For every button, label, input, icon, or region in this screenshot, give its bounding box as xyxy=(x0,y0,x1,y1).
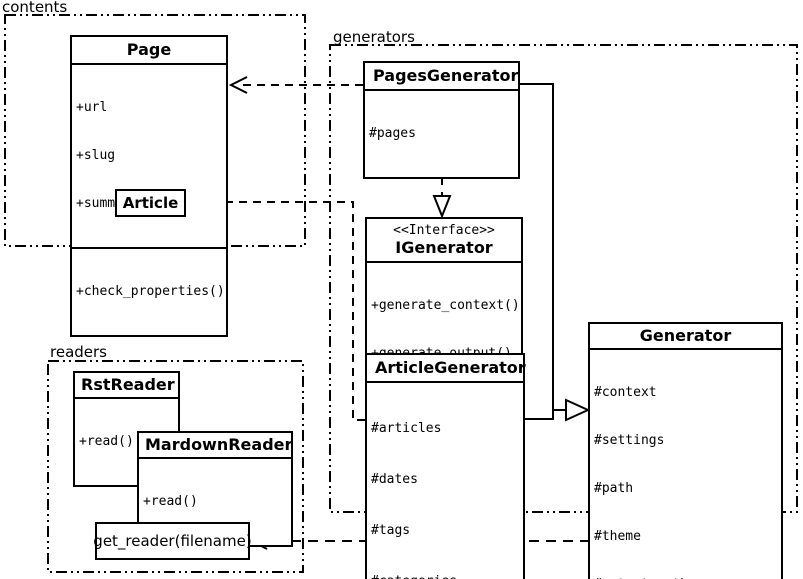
class-box-article: Article xyxy=(115,189,186,217)
class-attribute: +url xyxy=(76,100,108,115)
class-title-mardownreader: MardownReader xyxy=(145,435,293,454)
class-attribute: #categories xyxy=(371,573,519,579)
generators-package-border xyxy=(329,44,798,513)
function-box-get-reader: get_reader(filename) xyxy=(93,522,252,560)
contents-package-label: contents xyxy=(2,0,68,16)
class-attribute: #pages xyxy=(369,126,416,141)
class-box-articlegenerator: ArticleGenerator #articles #dates #tags … xyxy=(365,353,526,579)
class-title-article: Article xyxy=(122,194,179,212)
class-attribute: #theme xyxy=(594,529,641,544)
class-attribute: #tags xyxy=(371,523,411,538)
class-attributes-articlegenerator: #articles #dates #tags #categories xyxy=(367,381,523,579)
class-box-generator: Generator #context #settings #path #them… xyxy=(588,322,783,579)
class-methods-page: +check_properties() xyxy=(72,247,226,335)
readers-package-label: readers xyxy=(50,343,107,361)
inheritance-triangle-generator xyxy=(565,398,591,422)
class-title-generator: Generator xyxy=(639,326,732,345)
class-attribute: #articles xyxy=(371,421,442,436)
generators-package-label: generators xyxy=(333,28,415,46)
dependency-line-articlegenerator-article xyxy=(202,201,365,421)
class-attribute: #context xyxy=(594,385,657,400)
readers-package-border xyxy=(47,360,304,573)
class-attributes-page: +url +slug +summary xyxy=(72,63,226,247)
class-attributes-pagesgenerator: #pages xyxy=(365,89,518,177)
class-method: +generate_context() xyxy=(371,298,520,313)
class-title-pagesgenerator: PagesGenerator xyxy=(373,66,519,85)
class-title-igenerator: IGenerator xyxy=(395,238,493,257)
class-method: +read() xyxy=(143,494,198,509)
dependency-arrowhead-page xyxy=(228,76,248,94)
class-attribute: #path xyxy=(594,481,634,496)
class-methods-mardownreader: +read() xyxy=(139,457,291,545)
interface-stereotype: <<Interface>> xyxy=(393,223,495,238)
inheritance-line-pagesgenerator-generator xyxy=(520,83,554,420)
class-box-pagesgenerator: PagesGenerator #pages xyxy=(363,61,520,179)
class-attribute: #output_path xyxy=(594,577,777,579)
class-method: +check_properties() xyxy=(76,284,225,299)
class-attributes-generator: #context #settings #path #theme #output_… xyxy=(590,348,781,579)
class-attribute: +slug xyxy=(76,148,116,163)
class-method: +read() xyxy=(79,434,134,449)
class-title-articlegenerator: ArticleGenerator xyxy=(375,358,526,377)
class-title-rstreader: RstReader xyxy=(81,375,175,394)
class-attribute: #dates xyxy=(371,472,418,487)
class-methods-rstreader: +read() xyxy=(75,397,178,485)
class-box-page: Page +url +slug +summary +check_properti… xyxy=(70,35,228,337)
class-title-page: Page xyxy=(126,40,172,59)
realization-triangle-igenerator xyxy=(432,195,452,219)
class-attribute: #settings xyxy=(594,433,665,448)
function-label: get_reader(filename) xyxy=(93,532,252,550)
